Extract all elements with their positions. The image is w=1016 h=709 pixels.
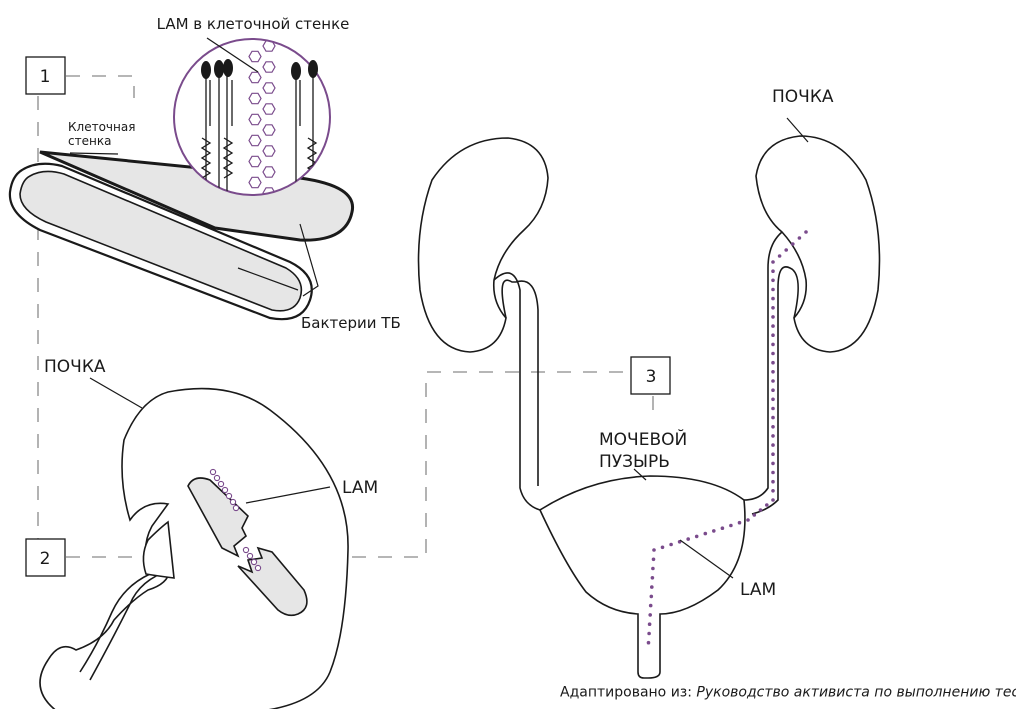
lam-dot <box>771 361 775 365</box>
lam-dot <box>647 632 651 636</box>
kidney-right-right <box>756 136 880 352</box>
urinary-system <box>419 136 880 678</box>
lam-dot <box>771 452 775 456</box>
lam-dot <box>791 242 795 246</box>
label-lam-in-cell-wall: LAM в клеточной стенке <box>157 15 350 33</box>
lam-dot <box>647 641 651 645</box>
lam-molecule <box>218 481 223 486</box>
lam-dot <box>771 425 775 429</box>
lam-dot <box>686 537 690 541</box>
lam-molecule <box>251 559 256 564</box>
lam-dot <box>771 498 775 502</box>
lam-dot <box>771 489 775 493</box>
kidney-left <box>40 389 348 709</box>
step-2-label: 2 <box>40 549 51 569</box>
lam-dot <box>738 521 742 525</box>
step-3-label: 3 <box>646 367 657 387</box>
lam-dot <box>669 543 673 547</box>
step-box-1: 1 <box>26 57 65 94</box>
lam-dot <box>652 558 656 562</box>
lam-dot <box>746 518 750 522</box>
lam-dot <box>771 416 775 420</box>
lam-dot <box>771 315 775 319</box>
lam-dot <box>771 260 775 264</box>
lam-molecule <box>222 487 227 492</box>
lam-dot <box>771 306 775 310</box>
lam-dot <box>712 529 716 533</box>
lam-dot <box>771 379 775 383</box>
source-caption: Адаптировано из: Руководство активиста п… <box>560 684 1016 701</box>
lam-molecule <box>255 565 260 570</box>
lam-dot <box>651 567 655 571</box>
label-bladder-2: ПУЗЫРЬ <box>599 452 670 472</box>
lam-dot <box>798 236 802 240</box>
lam-dot <box>771 388 775 392</box>
caption-prefix: Адаптировано из: <box>560 685 696 701</box>
lam-molecule <box>233 505 238 510</box>
lam-molecule <box>243 547 248 552</box>
lam-dot <box>771 480 775 484</box>
lam-dot <box>778 254 782 258</box>
lam-molecule <box>226 493 231 498</box>
lam-dot <box>771 324 775 328</box>
lam-dot <box>771 443 775 447</box>
lam-dot <box>650 595 654 599</box>
lam-molecule <box>230 499 235 504</box>
lam-dot <box>771 407 775 411</box>
bladder <box>540 476 745 678</box>
lam-dot <box>661 546 665 550</box>
lam-molecule <box>214 475 219 480</box>
lam-dot <box>771 398 775 402</box>
lam-dot <box>804 230 808 234</box>
lam-dot <box>649 604 653 608</box>
lam-dot <box>771 434 775 438</box>
label-kidney-left: ПОЧКА <box>44 357 106 377</box>
lam-dot <box>771 288 775 292</box>
label-cell-wall-2: стенка <box>68 134 111 148</box>
connector-1-top <box>66 76 134 98</box>
label-cell-wall-1: Клеточная <box>68 120 135 134</box>
lam-molecule <box>210 469 215 474</box>
step-box-3: 3 <box>631 357 670 394</box>
label-bladder-1: МОЧЕВОЙ <box>599 428 687 450</box>
label-tb-bacteria: Бактерии ТБ <box>301 314 401 332</box>
label-lam-bladder: LAM <box>740 580 776 600</box>
lam-dot <box>771 343 775 347</box>
lam-dot <box>784 248 788 252</box>
lam-dot <box>771 279 775 283</box>
leader-kidney-left <box>90 378 142 408</box>
lam-dot <box>648 622 652 626</box>
lam-molecule <box>247 553 252 558</box>
lam-dot <box>704 532 708 536</box>
lam-dot <box>771 471 775 475</box>
lam-dot <box>753 513 757 517</box>
lam-dot <box>771 269 775 273</box>
lam-dot <box>648 613 652 617</box>
lam-dot <box>771 352 775 356</box>
step-1-label: 1 <box>40 67 51 87</box>
lam-dot <box>765 503 769 507</box>
step-box-2: 2 <box>26 539 65 576</box>
lam-dot <box>771 462 775 466</box>
lam-dot <box>652 548 656 552</box>
lam-dot <box>729 524 733 528</box>
lam-dot <box>721 526 725 530</box>
label-kidney-right: ПОЧКА <box>772 87 834 107</box>
lam-dot <box>771 297 775 301</box>
kidney-right-left <box>419 138 549 352</box>
lam-dot <box>771 370 775 374</box>
caption-source: Руководство активиста по выполнению тест… <box>696 685 1016 701</box>
lam-dot <box>771 333 775 337</box>
label-lam-kidney: LAM <box>342 478 378 498</box>
lam-dot <box>759 508 763 512</box>
lam-dot <box>695 535 699 539</box>
lam-dot <box>650 585 654 589</box>
lam-dot <box>651 576 655 580</box>
